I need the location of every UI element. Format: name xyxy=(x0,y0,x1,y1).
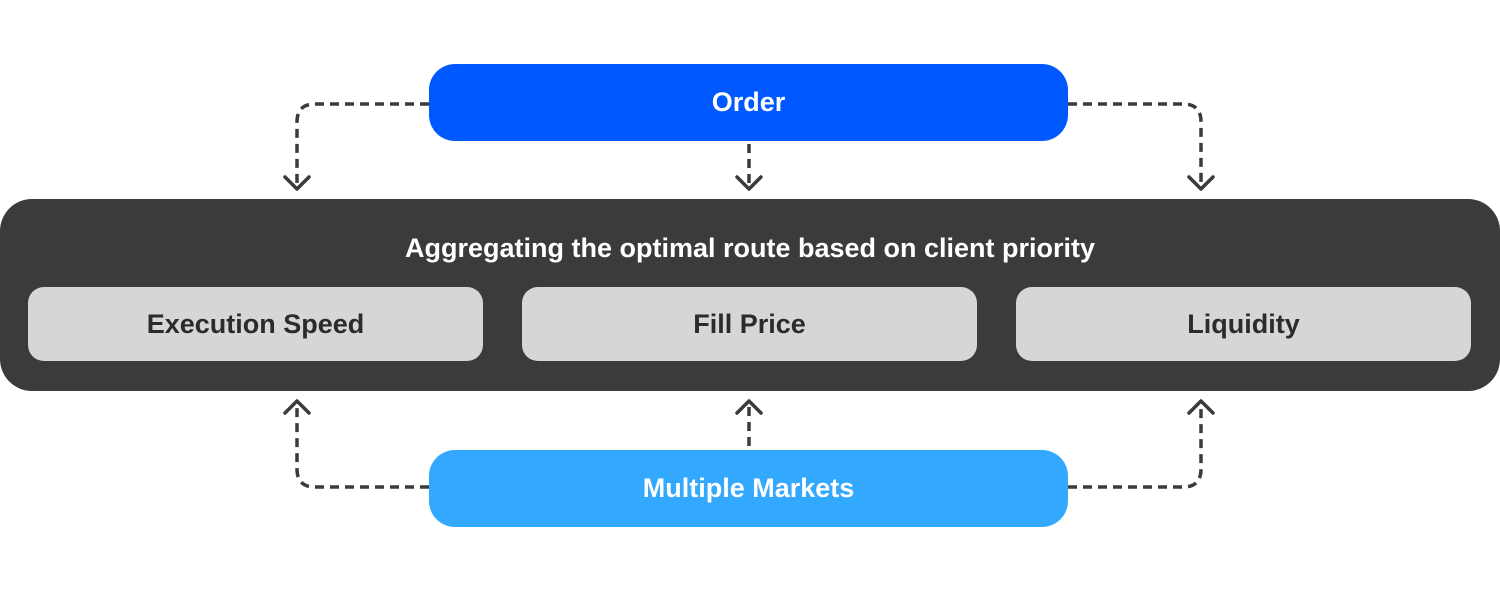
arrow-order-left xyxy=(295,102,429,184)
arrowhead-down-icon xyxy=(735,175,763,191)
multiple-markets-node: Multiple Markets xyxy=(429,450,1068,527)
arrow-markets-left xyxy=(295,406,429,489)
arrowhead-up-icon xyxy=(283,399,311,415)
criteria-execution-speed: Execution Speed xyxy=(28,287,483,361)
arrowhead-up-icon xyxy=(1187,399,1215,415)
criteria-label: Fill Price xyxy=(693,308,806,339)
arrowhead-down-icon xyxy=(283,175,311,191)
arrowhead-up-icon xyxy=(735,399,763,415)
order-label: Order xyxy=(711,87,786,117)
arrow-markets-right xyxy=(1068,406,1203,489)
criteria-fill-price: Fill Price xyxy=(522,287,977,361)
aggregator-title: Aggregating the optimal route based on c… xyxy=(404,233,1096,263)
criteria-liquidity: Liquidity xyxy=(1016,287,1471,361)
aggregator-panel: Aggregating the optimal route based on c… xyxy=(0,199,1500,391)
order-node: Order xyxy=(429,64,1068,141)
arrow-order-right xyxy=(1068,102,1203,184)
arrowhead-down-icon xyxy=(1187,175,1215,191)
markets-label: Multiple Markets xyxy=(642,473,855,503)
criteria-label: Liquidity xyxy=(1187,308,1300,339)
criteria-label: Execution Speed xyxy=(146,308,365,339)
